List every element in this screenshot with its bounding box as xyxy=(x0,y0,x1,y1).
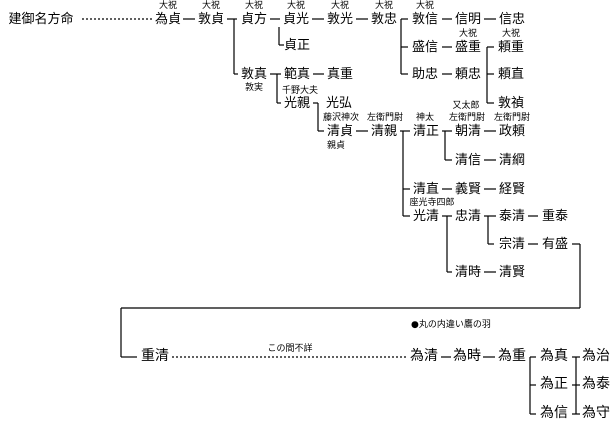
person-yasukiyo: 泰清 xyxy=(498,209,526,224)
person-sadamasa: 貞正 xyxy=(283,38,311,53)
person-yoshikata: 義賢 xyxy=(454,182,482,197)
person-atsumitsu: 敦光 xyxy=(326,12,354,27)
person-yorishige: 頼重 xyxy=(497,40,525,55)
person-nobuaki: 信明 xyxy=(454,12,482,27)
note-matataro: 又太郎 xyxy=(452,101,480,111)
person-tadakiyo: 忠清 xyxy=(454,209,482,224)
note-crest: ●丸の内違い鷹の羽 xyxy=(411,320,491,330)
person-atsutada: 敦忠 xyxy=(370,12,398,27)
person-tametoki: 為時 xyxy=(453,348,481,364)
note-ohori-atsunobu: 大祝 xyxy=(415,1,435,11)
note-chino: 千野大夫 xyxy=(281,86,319,96)
person-kiyochika: 清親 xyxy=(370,124,398,139)
note-saemon-kiyochika: 左衛門尉 xyxy=(366,113,404,123)
person-munekiyo: 宗清 xyxy=(498,237,526,252)
note-ohori-morishige: 大祝 xyxy=(458,29,478,39)
person-mitsukiyo: 光清 xyxy=(412,209,440,224)
person-kiyosada: 清貞 xyxy=(326,124,354,139)
note-ohori-atsumitsu: 大祝 xyxy=(330,1,350,11)
person-tsunekata: 経賢 xyxy=(498,182,526,197)
person-atsunobu: 敦信 xyxy=(411,12,439,27)
note-saemon-tomokiyo: 左衛門尉 xyxy=(448,113,486,123)
person-norizane: 範真 xyxy=(283,67,311,82)
person-tamezane: 為真 xyxy=(540,348,568,364)
person-sadakata: 貞方 xyxy=(240,12,268,27)
person-nobutada: 信忠 xyxy=(498,12,526,27)
person-sanenori: 真重 xyxy=(326,67,354,82)
person-tamesada: 為貞 xyxy=(154,12,182,27)
person-kiyomasa: 清正 xyxy=(412,124,440,139)
note-ohori-atsutada: 大祝 xyxy=(374,1,394,11)
person-arimori: 有盛 xyxy=(541,237,569,252)
note-jinta: 神太 xyxy=(415,113,435,123)
person-morishige: 盛重 xyxy=(454,40,482,55)
person-sadamitsu: 貞光 xyxy=(282,12,310,27)
note-ohori-sadakata: 大祝 xyxy=(244,1,264,11)
person-tameshige: 為重 xyxy=(498,348,526,364)
note-zakoji: 座光寺四郎 xyxy=(409,198,455,208)
person-suketada: 助忠 xyxy=(411,67,439,82)
person-atsusada2: 敦禎 xyxy=(497,96,525,111)
person-mitsuhiro: 光弘 xyxy=(325,96,353,111)
person-masayori: 政頼 xyxy=(498,124,526,139)
person-kiyonobu: 清信 xyxy=(454,153,482,168)
person-atsuzane: 敦真 xyxy=(240,67,268,82)
person-shigekiyo: 重清 xyxy=(141,348,169,364)
note-unknown-period: この間不詳 xyxy=(267,344,313,354)
note-ohori-yorishige: 大祝 xyxy=(501,29,521,39)
person-mitsuchika: 光親 xyxy=(283,96,311,111)
person-yorinao: 頼直 xyxy=(497,67,525,82)
person-kiyonao: 清直 xyxy=(412,182,440,197)
note-saemon-masayori: 左衛門尉 xyxy=(493,113,531,123)
note-fujisawa: 藤沢神次 xyxy=(322,113,360,123)
person-yoritada: 頼忠 xyxy=(454,67,482,82)
person-shigeyasu: 重泰 xyxy=(541,209,569,224)
person-kiyokata: 清賢 xyxy=(498,265,526,280)
person-tameharu: 為治 xyxy=(582,348,610,364)
note-ohori-tamesada: 大祝 xyxy=(158,1,178,11)
person-atsusada: 敦貞 xyxy=(197,12,225,27)
person-morinobu: 盛信 xyxy=(411,40,439,55)
note-chikasada: 親貞 xyxy=(326,141,346,151)
note-ohori-atsusada: 大祝 xyxy=(201,1,221,11)
person-kiyotoki: 清時 xyxy=(454,265,482,280)
person-tamenobu: 為信 xyxy=(540,405,568,421)
person-tamemori: 為守 xyxy=(582,405,610,421)
note-ohori-sadamitsu: 大祝 xyxy=(286,1,306,11)
person-tomokiyo: 朝清 xyxy=(454,124,482,139)
person-tamemasa: 為正 xyxy=(540,376,568,392)
person-kiyotsuna: 清綱 xyxy=(498,153,526,168)
note-atsuzane-alias: 敦実 xyxy=(244,83,264,93)
person-tamekiyo: 為清 xyxy=(410,348,438,364)
person-tameyasu: 為泰 xyxy=(582,376,610,392)
person-root: 建御名方命 xyxy=(8,12,74,27)
